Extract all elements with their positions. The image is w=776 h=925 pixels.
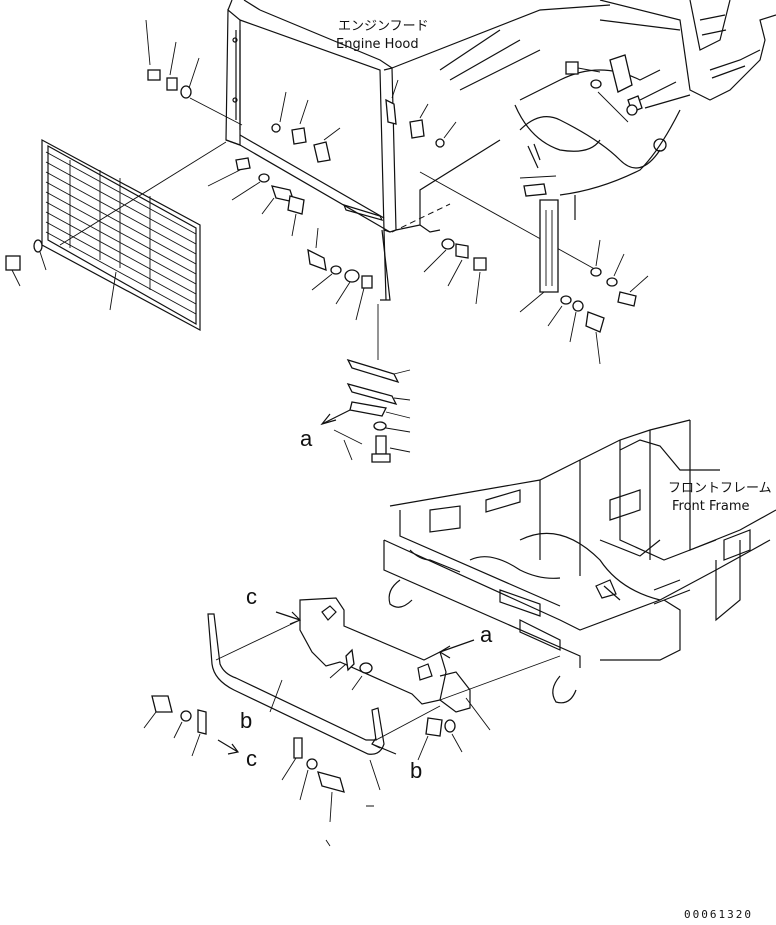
radiator-grill	[5, 138, 201, 332]
guard-bar	[143, 597, 561, 847]
engine-hood	[225, 0, 776, 301]
callout-c-lower: c	[246, 746, 257, 771]
callout-a-upper: a	[300, 426, 313, 451]
drawing-number: 00061320	[684, 908, 753, 921]
front-frame-label-jp: フロントフレーム	[668, 481, 772, 496]
front-frame	[383, 419, 776, 704]
callout-a-lower: a	[480, 622, 493, 647]
engine-hood-label-en: Engine Hood	[336, 37, 419, 52]
front-frame-label-en: Front Frame	[672, 499, 750, 514]
hood-hardware	[59, 19, 629, 321]
latch-bracket	[519, 199, 649, 365]
engine-hood-label-jp: エンジンフード	[338, 19, 429, 34]
center-brackets	[320, 304, 411, 463]
callout-c-upper: c	[246, 584, 257, 609]
callout-b-right: b	[410, 758, 422, 783]
callout-b-left: b	[240, 708, 252, 733]
